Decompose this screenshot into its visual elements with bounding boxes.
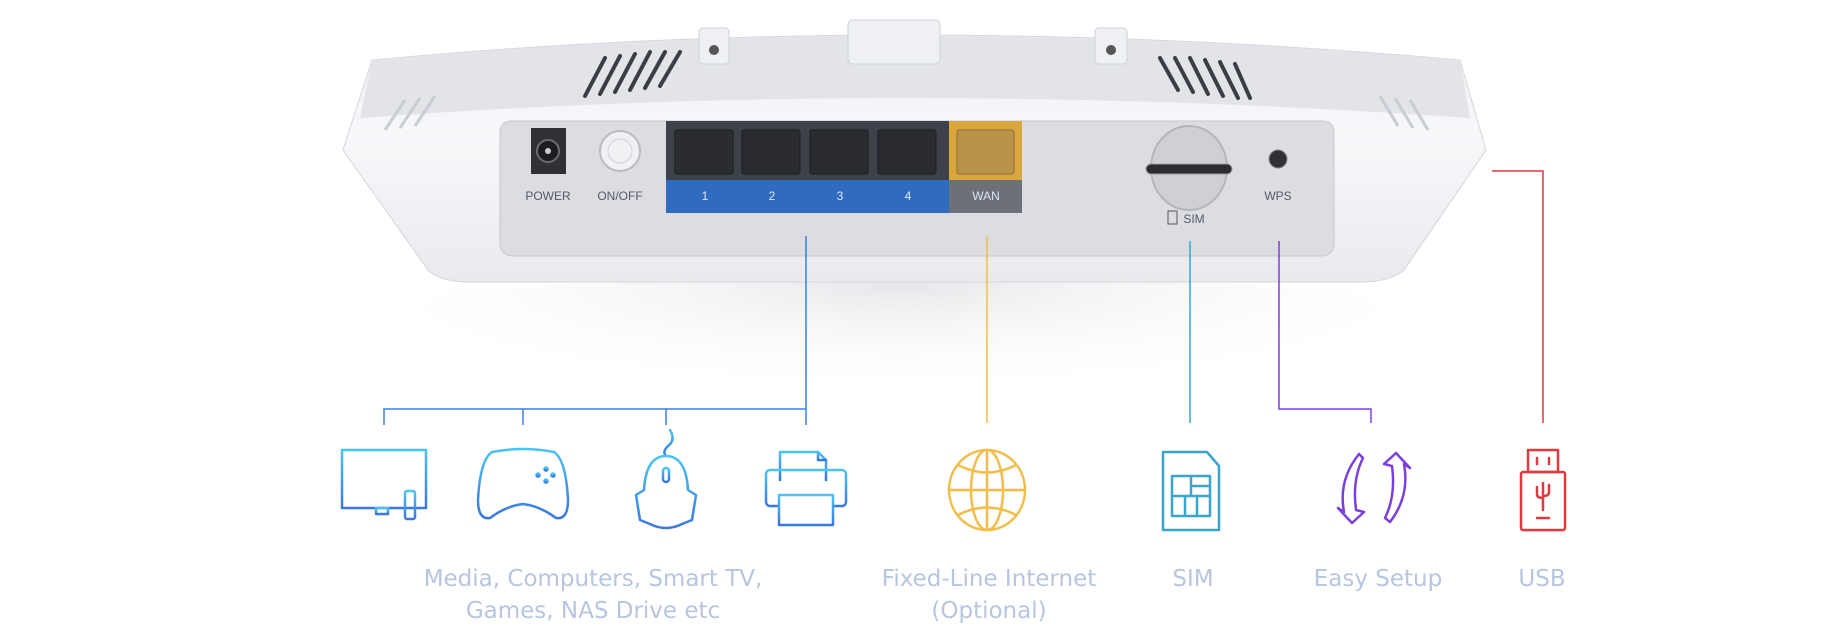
caption-wan-line-2: (Optional): [931, 598, 1046, 624]
caption-sim: SIM: [1172, 566, 1213, 592]
caption-lan-line-1: Media, Computers, Smart TV,: [424, 566, 763, 592]
port-label-lan-1: 1: [702, 189, 709, 203]
port-label-wan: WAN: [972, 189, 1000, 203]
caption-wan-line-1: Fixed-Line Internet: [882, 566, 1096, 592]
port-label-lan-4: 4: [905, 189, 912, 203]
gamepad-icon: [476, 447, 570, 520]
router: POWER ON/OFF 1 2 3 4 WAN SIM WPS: [342, 19, 1487, 283]
globe-icon: [947, 448, 1027, 532]
caption-easy-setup: Easy Setup: [1314, 566, 1442, 592]
caption-wan: Fixed-Line Internet (Optional): [882, 566, 1096, 624]
refresh-arrows-icon: [1336, 451, 1412, 525]
port-label-lan-2: 2: [769, 189, 776, 203]
port-label-sim: SIM: [1183, 212, 1204, 226]
tv-icon: [340, 448, 428, 521]
port-label-lan-3: 3: [837, 189, 844, 203]
lan-connector-line: [383, 236, 807, 425]
mouse-icon: [634, 428, 698, 530]
onoff-button[interactable]: [599, 130, 641, 172]
port-label-wps: WPS: [1264, 189, 1291, 203]
caption-usb: USB: [1518, 566, 1565, 592]
usb-drive-icon: [1519, 448, 1567, 532]
printer-icon: [764, 450, 848, 527]
sim-card-icon: [1161, 450, 1221, 532]
caption-lan-line-2: Games, NAS Drive etc: [466, 598, 720, 624]
caption-lan: Media, Computers, Smart TV, Games, NAS D…: [424, 566, 763, 624]
vents-icon: [583, 50, 1252, 100]
wps-button[interactable]: [1268, 149, 1288, 169]
wps-connector-line: [1278, 241, 1372, 423]
usb-connector-line: [1492, 170, 1544, 423]
port-label-onoff: ON/OFF: [597, 189, 642, 203]
port-label-power: POWER: [525, 189, 571, 203]
